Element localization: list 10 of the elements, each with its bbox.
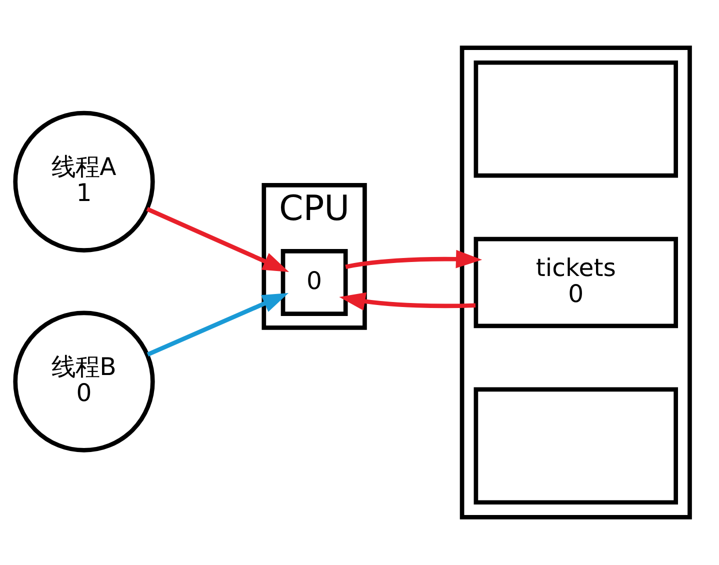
node-circle: 线程B 0 — [13, 310, 155, 452]
arrow — [146, 207, 289, 272]
node-circle: 线程A 1 — [13, 110, 155, 253]
node-box: tickets 0 — [474, 236, 678, 328]
node-box — [474, 387, 678, 505]
arrow — [146, 293, 289, 356]
node-box — [474, 60, 678, 178]
node-box: 0 — [280, 249, 348, 316]
arrow — [339, 292, 476, 310]
cluster — [460, 46, 692, 520]
